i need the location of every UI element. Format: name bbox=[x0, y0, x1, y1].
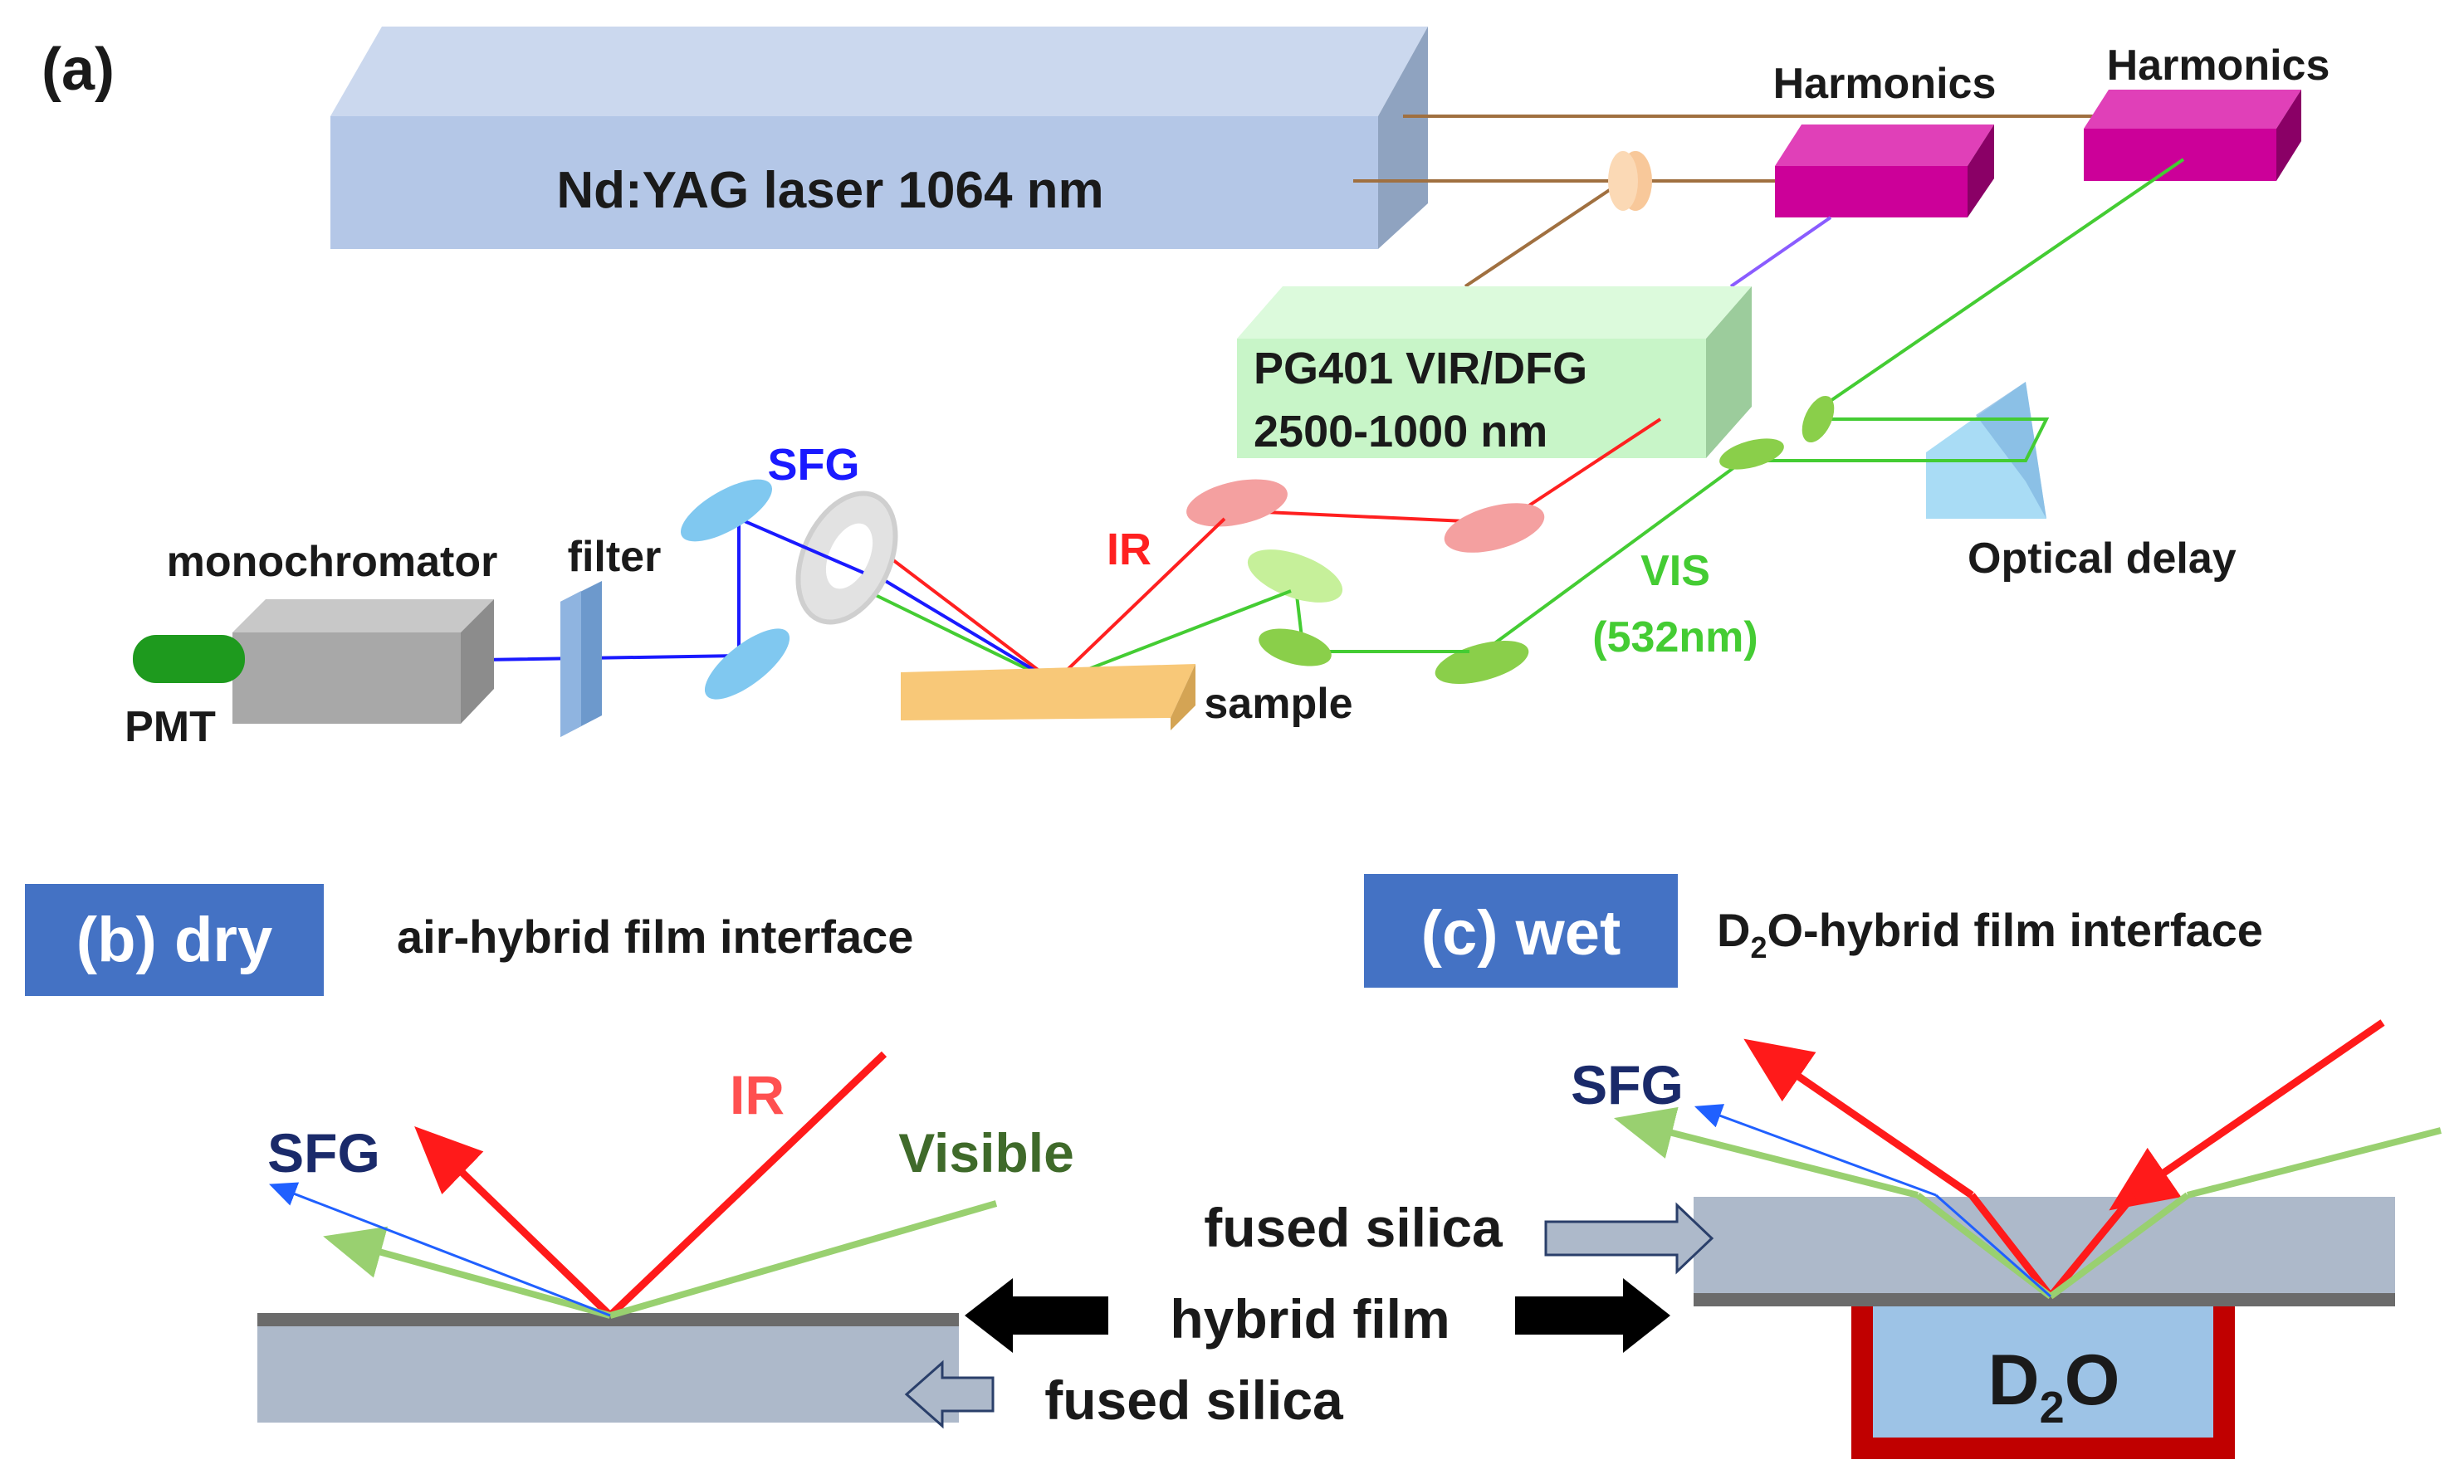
pg401-box bbox=[1237, 286, 1752, 458]
ir-incident-b bbox=[607, 1051, 887, 1319]
harmonic-beam-to-pg401 bbox=[1729, 216, 1832, 288]
d2o-container bbox=[1851, 1303, 2235, 1459]
harmonics-label-2: Harmonics bbox=[2107, 41, 2330, 90]
panel-b-tag-bg bbox=[25, 884, 324, 996]
green-beam-delay-loop bbox=[1743, 417, 2050, 462]
pg401-label-2: 2500-1000 nm bbox=[1254, 407, 1547, 456]
sfg-mirror-upper bbox=[680, 479, 773, 542]
optical-delay-prism bbox=[1926, 382, 2046, 519]
panel-c-tag-bg bbox=[1364, 874, 1678, 988]
pmt-detector bbox=[133, 635, 245, 683]
sfg-reflected-c-silica bbox=[1935, 1194, 2051, 1298]
hybrid-film-label: hybrid film bbox=[1170, 1288, 1450, 1350]
laser-box bbox=[330, 27, 1428, 249]
visible-incident-c-air bbox=[2187, 1127, 2442, 1198]
sfg-reflected-c-air bbox=[1694, 1104, 1937, 1197]
optical-delay-label: Optical delay bbox=[1968, 535, 2237, 583]
sfg-reflected-b bbox=[269, 1182, 611, 1317]
delay-mirror-2 bbox=[1719, 438, 1784, 470]
sfg-label-a: SFG bbox=[767, 440, 859, 490]
pg401-label-1: PG401 VIR/DFG bbox=[1254, 344, 1587, 393]
ir-label-a: IR bbox=[1107, 525, 1151, 574]
ir-incident-c-silica bbox=[2047, 1193, 2137, 1299]
ir-mirror-right bbox=[1444, 503, 1545, 553]
vis-label-2: (532nm) bbox=[1592, 613, 1758, 661]
ir-reflected-c-silica bbox=[1968, 1193, 2054, 1299]
vis-label-1: VIS bbox=[1640, 547, 1710, 595]
monochromator bbox=[232, 599, 494, 724]
hollow-arrow-right bbox=[1544, 1202, 1714, 1275]
sfg-label-c: SFG bbox=[1571, 1054, 1684, 1115]
delay-mirror-1 bbox=[1802, 395, 1835, 443]
ir-reflected-c-air bbox=[1743, 1038, 1974, 1198]
sfg-beam bbox=[870, 571, 1056, 684]
beam-splitter bbox=[1608, 151, 1652, 211]
sfg-path-to-detector bbox=[481, 515, 864, 661]
ir-reflected-b bbox=[414, 1125, 614, 1319]
vis-reflected bbox=[854, 583, 1055, 684]
visible-reflected-b bbox=[323, 1226, 612, 1319]
sample-plate bbox=[901, 664, 1195, 730]
d2o-label: D2O bbox=[1987, 1340, 2119, 1433]
vis-mirror-lower-left bbox=[1259, 628, 1332, 666]
filter-label: filter bbox=[568, 533, 662, 581]
green-beam-from-harmonics bbox=[1808, 158, 2185, 417]
visible-reflected-c-silica bbox=[1915, 1192, 2053, 1300]
iris-ring bbox=[795, 491, 898, 625]
laser-label: Nd:YAG laser 1064 nm bbox=[556, 162, 1103, 219]
panel-a-tag: (a) bbox=[42, 37, 115, 103]
visible-reflected-c-air bbox=[1613, 1106, 1919, 1198]
panel-b-subtitle: air-hybrid film interface bbox=[397, 910, 913, 963]
ir-mirror-left bbox=[1186, 479, 1288, 527]
hybrid-film-b bbox=[257, 1313, 959, 1326]
panel-b-tag: (b) dry bbox=[76, 905, 272, 975]
sample-label: sample bbox=[1204, 680, 1352, 728]
sfg-mirror-lower bbox=[704, 628, 790, 700]
filter bbox=[560, 581, 602, 737]
fused-silica-label-top: fused silica bbox=[1204, 1197, 1503, 1258]
fused-silica-c bbox=[1694, 1197, 2395, 1296]
pump-beam-to-pg401 bbox=[1464, 179, 1625, 288]
ir-beam-horizontal bbox=[1228, 509, 1503, 525]
ir-label-b: IR bbox=[730, 1064, 785, 1125]
fused-silica-b bbox=[257, 1325, 959, 1423]
visible-label-b: Visible bbox=[898, 1122, 1074, 1184]
harmonics-box-2 bbox=[2084, 90, 2301, 181]
hybrid-film-c bbox=[1694, 1293, 2395, 1306]
sfg-label-b: SFG bbox=[267, 1122, 380, 1184]
fused-silica-label-bottom: fused silica bbox=[1044, 1369, 1344, 1431]
harmonics-box-1 bbox=[1775, 124, 1994, 217]
harmonics-label-1: Harmonics bbox=[1773, 60, 1997, 108]
hollow-arrow-left bbox=[904, 1360, 995, 1429]
visible-incident-c-silica bbox=[2048, 1192, 2190, 1300]
solid-arrow-left bbox=[965, 1278, 1108, 1353]
green-beam-to-sample bbox=[1476, 459, 1745, 657]
vis-mirror-upper bbox=[1247, 549, 1343, 603]
ir-incident-c-air bbox=[2109, 1019, 2385, 1211]
monochromator-label: monochromator bbox=[167, 538, 498, 586]
panel-c-subtitle: D2O-hybrid film interface bbox=[1717, 904, 2263, 964]
pmt-label: PMT bbox=[125, 703, 216, 751]
ir-beam-to-sample bbox=[1053, 517, 1226, 684]
vis-mirror-bottom bbox=[1435, 640, 1529, 685]
solid-arrow-right bbox=[1515, 1278, 1670, 1353]
panel-c-tag: (c) wet bbox=[1421, 898, 1621, 969]
visible-incident-b bbox=[609, 1200, 998, 1319]
